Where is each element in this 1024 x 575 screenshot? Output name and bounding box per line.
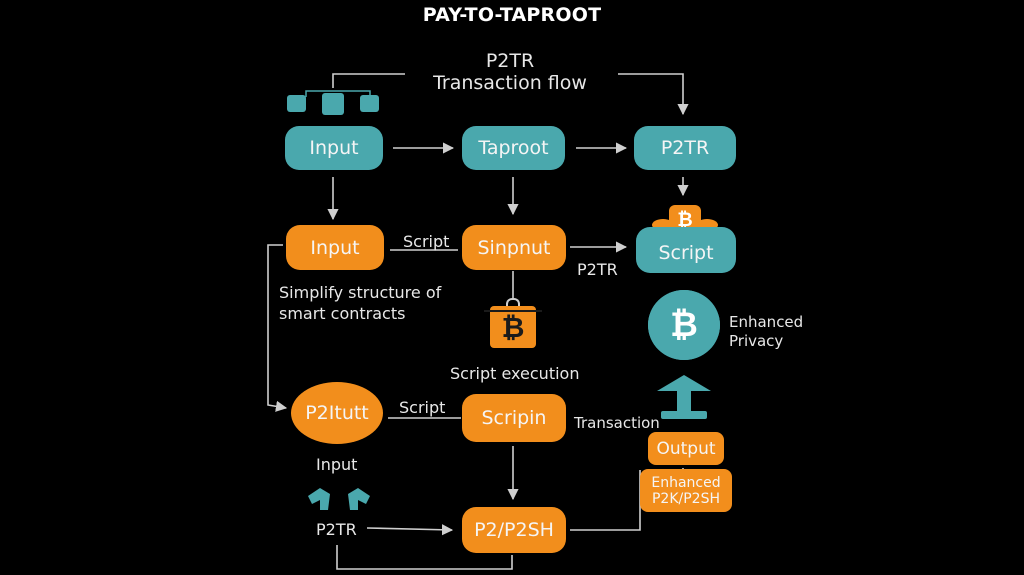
simplify-label: Simplify structure of smart contracts (279, 282, 441, 324)
block-icon-1 (287, 95, 306, 112)
enhanced-privacy-line-2: Privacy (729, 332, 784, 350)
p2tr-label-bottom: P2TR (316, 520, 357, 539)
input-node-top: Input (285, 126, 383, 170)
input-node-mid: Input (286, 225, 384, 270)
enhanced-p2k-line-1: Enhanced (651, 474, 721, 491)
subtitle-line-2: Transaction flow (433, 72, 587, 94)
enhanced-p2k-node: Enhanced P2K/P2SH (640, 469, 732, 512)
sinpnut-node: Sinpnut (462, 225, 566, 270)
transaction-label: Transaction (574, 414, 660, 432)
bitcoin-tag-symbol: ₿ (490, 306, 536, 348)
block-link-lines (305, 90, 371, 97)
scripin-node: Scripin (462, 394, 566, 442)
diagram-title: PAY-TO-TAPROOT (422, 4, 602, 26)
enhanced-p2k-line-2: P2K/P2SH (651, 490, 720, 507)
script-node-right: Script (636, 227, 736, 273)
block-icon-3 (360, 95, 379, 112)
input-label-bottom: Input (316, 455, 358, 474)
p2-p2sh-node: P2/P2SH (462, 507, 566, 553)
output-node: Output (648, 432, 724, 465)
p2tr-node-top: P2TR (634, 126, 736, 170)
bitcoin-badge-icon: ₿ (648, 290, 720, 360)
enhanced-privacy-line-1: Enhanced (729, 313, 804, 331)
bitcoin-badge-symbol: ₿ (670, 305, 698, 345)
bitcoin-tag-icon: ₿ (484, 298, 542, 350)
enhanced-privacy-label: Enhanced Privacy (729, 313, 803, 351)
p2itutt-node: P2Itutt (291, 382, 383, 444)
script-execution-label: Script execution (450, 364, 580, 383)
hands-icon (308, 488, 370, 510)
script-label-1: Script (403, 232, 450, 251)
p2tr-label-mid: P2TR (577, 260, 618, 279)
subtitle-line-1: P2TR (485, 50, 535, 72)
simplify-line-2: smart contracts (279, 304, 406, 323)
simplify-line-1: Simplify structure of (279, 283, 442, 302)
script-label-2: Script (399, 398, 446, 417)
upload-arrow-icon (657, 375, 711, 419)
taproot-node: Taproot (462, 126, 565, 170)
block-icon-2 (322, 93, 344, 115)
diagram-subtitle: P2TR Transaction flow (400, 50, 620, 94)
